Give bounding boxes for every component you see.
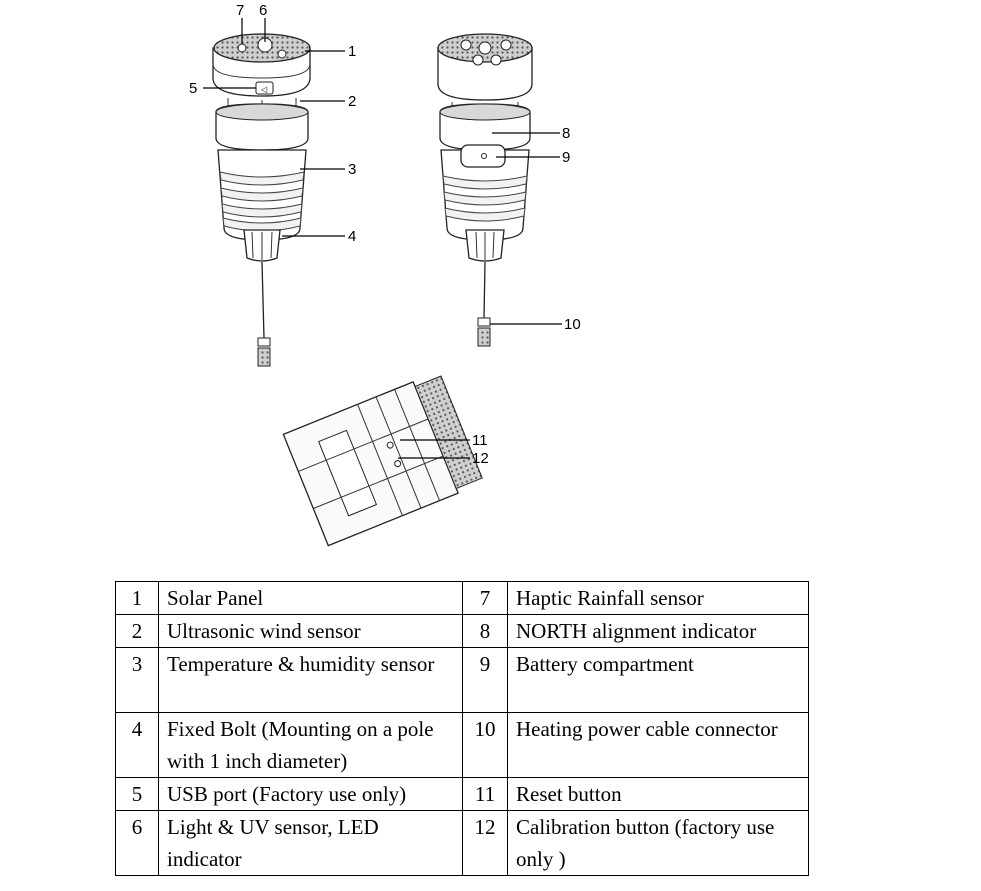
callout-10: 10 [564,316,581,333]
callout-labels: 7 6 1 5 2 3 4 8 9 10 11 12 [189,2,581,467]
callout-12: 12 [472,450,489,467]
leader-lines [203,18,562,459]
table-row: 5 USB port (Factory use only) 11 Reset b… [115,777,809,811]
part-number: 9 [462,647,508,713]
sensor-diagram: ◁ [189,2,581,547]
part-number: 12 [462,810,508,876]
table-row: 2 Ultrasonic wind sensor 8 NORTH alignme… [115,614,809,648]
part-number: 11 [462,777,508,811]
part-number: 4 [115,712,159,778]
part-description: Heating power cable connector [507,712,809,778]
table-row: 6 Light & UV sensor, LED indicator 12 Ca… [115,810,809,876]
table-row: 1 Solar Panel 7 Haptic Rainfall sensor [115,581,809,615]
part-description: Solar Panel [158,581,463,615]
callout-1: 1 [348,43,356,60]
table-row: 4 Fixed Bolt (Mounting on a pole with 1 … [115,712,809,778]
callout-2: 2 [348,93,356,110]
svg-text:◁: ◁ [261,85,268,94]
part-description: Calibration button (factory use only ) [507,810,809,876]
part-description: Haptic Rainfall sensor [507,581,809,615]
callout-3: 3 [348,161,356,178]
part-description: USB port (Factory use only) [158,777,463,811]
callout-11: 11 [472,432,488,449]
device-bottom-view [282,375,483,547]
part-number: 2 [115,614,159,648]
callout-7: 7 [236,2,244,19]
part-description: Light & UV sensor, LED indicator [158,810,463,876]
part-number: 7 [462,581,508,615]
part-description: Temperature & humidity sensor [158,647,463,713]
part-number: 5 [115,777,159,811]
parts-legend-table: 1 Solar Panel 7 Haptic Rainfall sensor 2… [115,581,809,876]
part-description: Ultrasonic wind sensor [158,614,463,648]
part-description: NORTH alignment indicator [507,614,809,648]
part-number: 8 [462,614,508,648]
part-description: Fixed Bolt (Mounting on a pole with 1 in… [158,712,463,778]
part-description: Reset button [507,777,809,811]
callout-9: 9 [562,149,570,166]
part-number: 6 [115,810,159,876]
callout-6: 6 [259,2,267,19]
part-number: 10 [462,712,508,778]
device-front-view: ◁ [212,33,311,367]
table-row: 3 Temperature & humidity sensor 9 Batter… [115,647,809,713]
part-number: 3 [115,647,159,713]
part-description: Battery compartment [507,647,809,713]
device-back-view [437,33,533,347]
part-number: 1 [115,581,159,615]
callout-4: 4 [348,228,356,245]
callout-5: 5 [189,80,197,97]
callout-8: 8 [562,125,570,142]
